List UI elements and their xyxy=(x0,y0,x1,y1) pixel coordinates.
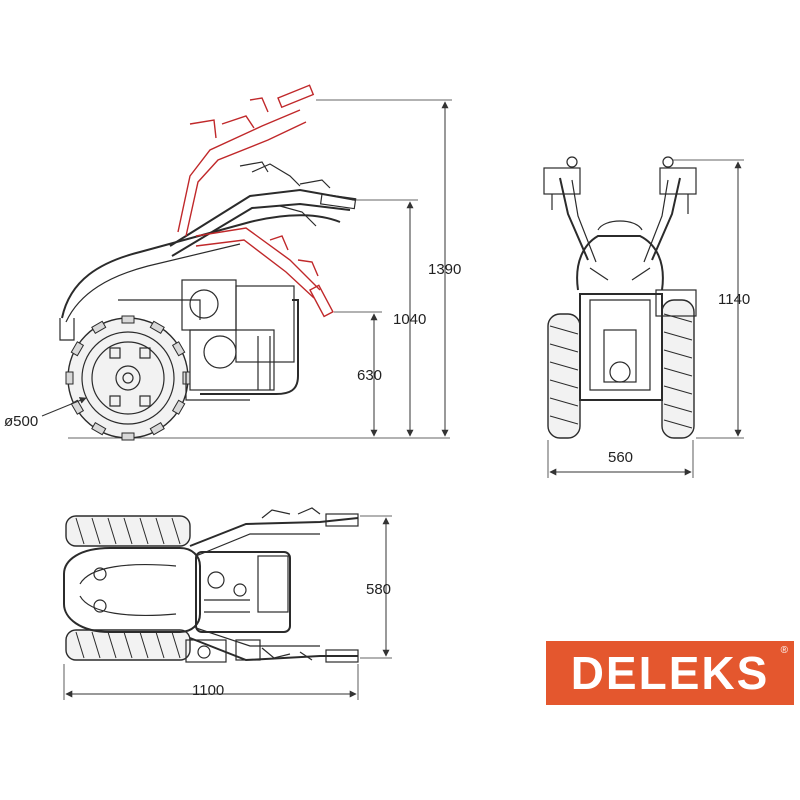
side-handlebar xyxy=(169,161,357,257)
side-engine xyxy=(181,279,299,401)
front-wheel-left xyxy=(547,313,581,439)
side-handlebar-alt xyxy=(177,84,334,318)
dim-height-front: 1140 xyxy=(718,291,750,308)
side-view: 1390 1040 630 ø500 xyxy=(4,84,461,441)
side-wheel xyxy=(65,315,191,441)
dim-width-top: 580 xyxy=(366,581,391,598)
top-view: 580 1100 xyxy=(63,507,392,700)
brand-logo: DELEKS ® xyxy=(546,641,794,705)
dim-height-max: 1390 xyxy=(428,261,461,278)
dim-wheel-diameter: ø500 xyxy=(4,413,38,430)
dim-height-mid: 1040 xyxy=(393,311,426,328)
dim-height-low: 630 xyxy=(357,367,382,384)
registered-mark: ® xyxy=(780,645,788,656)
brand-name: DELEKS xyxy=(570,647,770,699)
front-view: 560 1140 xyxy=(543,156,750,478)
dim-length-top: 1100 xyxy=(192,682,224,699)
side-dimensions xyxy=(41,99,452,437)
dim-width-front: 560 xyxy=(608,449,633,466)
